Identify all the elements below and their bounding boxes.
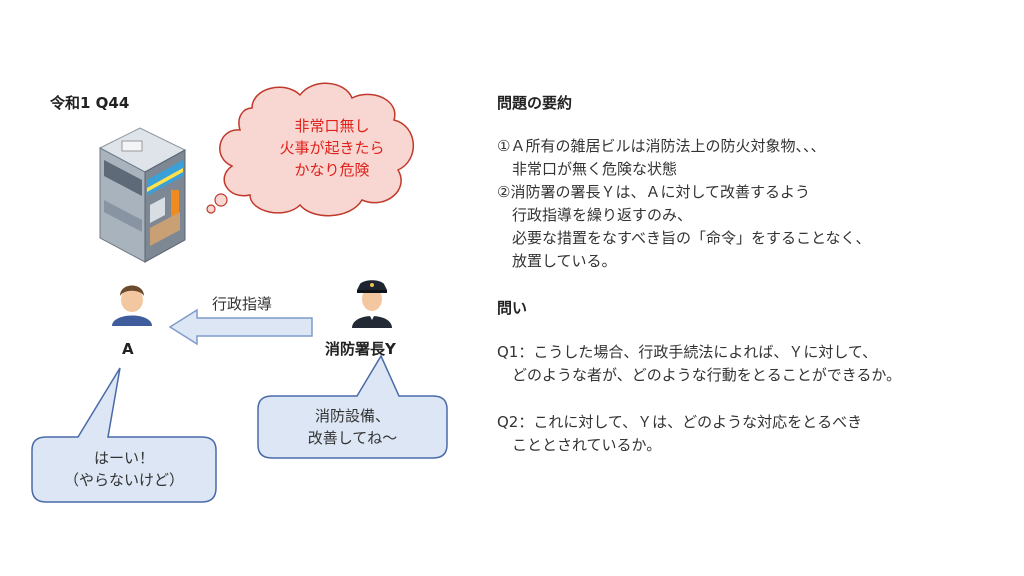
arrow-label: 行政指導 — [212, 295, 273, 313]
summary-line: 非常口が無く危険な状態 — [497, 160, 678, 178]
building-icon — [98, 127, 187, 263]
summary-line: ②消防署の署長Ｙは、Ａに対して改善するよう — [497, 183, 810, 201]
summary-body: ①Ａ所有の雑居ビルは消防法上の防火対象物、、、 非常口が無く危険な状態 ②消防署… — [497, 135, 871, 273]
officer-speech-bubble — [257, 354, 448, 459]
thought-cloud — [219, 82, 414, 217]
summary-line: 放置している。 — [497, 252, 617, 270]
officer-icon — [352, 280, 392, 328]
thought-bubble-text: 非常口無し 火事が起きたら かなり危険 — [262, 115, 402, 181]
summary-line: 行政指導を繰り返すのみ、 — [497, 206, 693, 224]
thought-dot-medium — [214, 193, 228, 207]
thought-bubble — [206, 82, 414, 217]
summary-heading: 問題の要約 — [497, 94, 573, 112]
officer-label: 消防署長Y — [325, 340, 396, 358]
questions-heading: 問い — [497, 299, 528, 317]
thought-line: かなり危険 — [294, 161, 370, 179]
page-title: 令和1 Q44 — [50, 94, 130, 112]
person-icon — [112, 285, 152, 326]
thought-line: 非常口無し — [294, 117, 370, 135]
a-speech-bubble — [31, 367, 217, 503]
speech-line: はーい！ — [93, 449, 154, 467]
speech-line: 消防設備、 — [314, 407, 390, 425]
speech-line: （やらないけど） — [63, 471, 184, 489]
question-line: Q2：これに対して、Ｙは、どのような対応をとるべき — [497, 413, 863, 431]
officer-speech-text: 消防設備、 改善してね～ — [258, 405, 447, 449]
question-2: Q2：これに対して、Ｙは、どのような対応をとるべき こととされているか。 — [497, 411, 862, 457]
question-line: こととされているか。 — [497, 436, 662, 454]
diagram-canvas — [31, 82, 448, 503]
administrative-guidance-arrow — [168, 308, 313, 346]
question-line: Q1：こうした場合、行政手続法によれば、Ｙに対して、 — [497, 343, 878, 361]
thought-line: 火事が起きたら — [279, 139, 385, 157]
thought-dot-small — [206, 204, 216, 214]
summary-line: 必要な措置をなすべき旨の「命令」をすることなく、 — [497, 229, 871, 247]
summary-line: ①Ａ所有の雑居ビルは消防法上の防火対象物、、、 — [497, 137, 826, 155]
question-1: Q1：こうした場合、行政手続法によれば、Ｙに対して、 どのような者が、どのような… — [497, 341, 901, 387]
a-speech-text: はーい！ （やらないけど） — [32, 447, 216, 491]
speech-line: 改善してね～ — [307, 429, 398, 447]
question-line: どのような者が、どのような行動をとることができるか。 — [497, 366, 902, 384]
person-a-label: A — [122, 340, 134, 358]
